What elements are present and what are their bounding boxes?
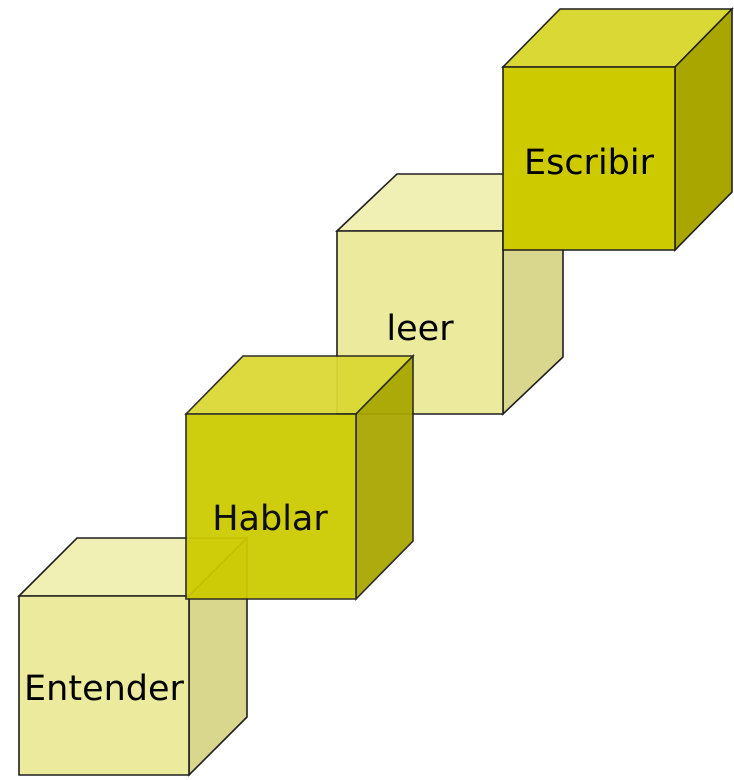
cube-leer-label: leer bbox=[386, 309, 454, 349]
cube-escribir-front-face bbox=[502, 66, 676, 251]
cube-escribir-label: Escribir bbox=[524, 143, 655, 183]
cube-hablar: Hablar bbox=[184, 354, 415, 601]
cube-entender-front-face bbox=[18, 595, 190, 776]
cube-hablar-front-face bbox=[185, 413, 357, 600]
cube-hablar-label: Hablar bbox=[212, 499, 328, 539]
cube-escribir: Escribir bbox=[501, 7, 734, 252]
cube-entender-label: Entender bbox=[24, 669, 184, 709]
